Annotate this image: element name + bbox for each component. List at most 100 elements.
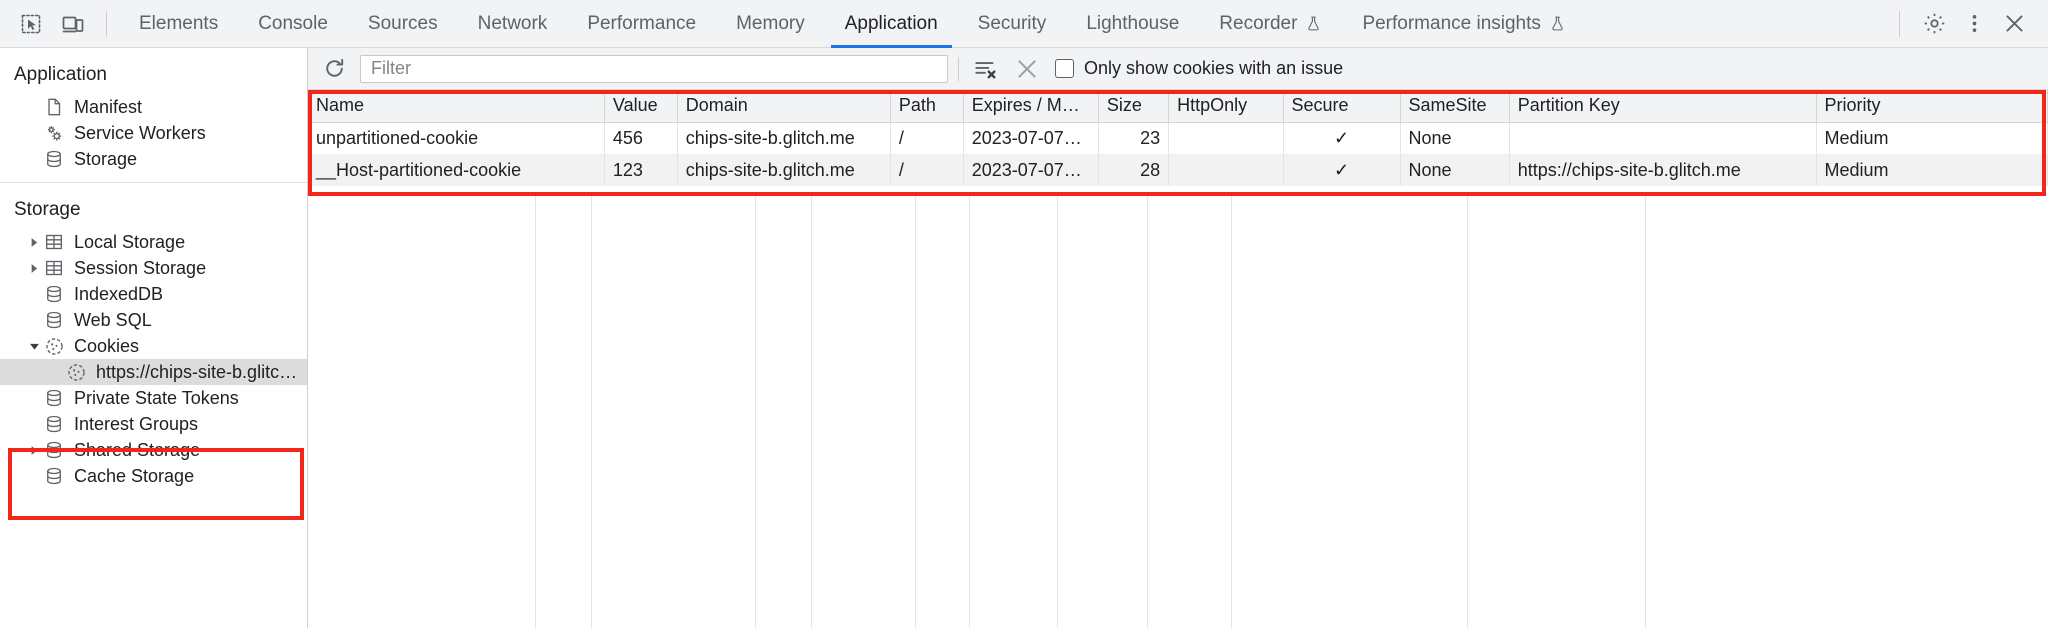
sidebar-item-interest-groups[interactable]: Interest Groups xyxy=(0,411,307,437)
tab-recorder[interactable]: Recorder xyxy=(1199,0,1342,48)
column-header-domain[interactable]: Domain xyxy=(677,90,891,123)
chevron-right-icon[interactable] xyxy=(26,237,42,248)
sidebar-item-manifest[interactable]: Manifest xyxy=(0,94,307,120)
cell-priority: Medium xyxy=(1816,122,2048,154)
tab-memory[interactable]: Memory xyxy=(716,0,825,48)
sidebar-item-label: Private State Tokens xyxy=(74,387,239,408)
column-header-samesite[interactable]: SameSite xyxy=(1400,90,1510,123)
sidebar-item-cache-storage[interactable]: Cache Storage xyxy=(0,463,307,489)
cell-priority: Medium xyxy=(1816,154,2048,186)
only-show-issues-label: Only show cookies with an issue xyxy=(1084,58,1344,78)
cell-secure: ✓ xyxy=(1283,122,1401,154)
sidebar-item-https-chips-site-b-glitch-me[interactable]: https://chips-site-b.glitch.me xyxy=(0,359,307,385)
tab-performance-insights[interactable]: Performance insights xyxy=(1342,0,1585,48)
column-header-expires[interactable]: Expires / M… xyxy=(963,90,1099,123)
tab-application[interactable]: Application xyxy=(825,0,958,48)
tab-label: Lighthouse xyxy=(1086,12,1180,34)
table-empty-area xyxy=(308,196,2048,628)
sidebar-item-label: Session Storage xyxy=(74,257,207,278)
only-show-issues-checkbox[interactable]: Only show cookies with an issue xyxy=(1055,58,1343,79)
tab-performance[interactable]: Performance xyxy=(567,0,716,48)
cell-path: / xyxy=(890,154,964,186)
empty-column-rule xyxy=(536,196,592,628)
refresh-icon[interactable] xyxy=(318,53,350,85)
tab-label: Memory xyxy=(736,12,805,34)
clear-filtered-cookies-icon[interactable] xyxy=(969,53,1001,85)
chevron-right-icon[interactable] xyxy=(26,445,42,456)
column-header-partitionkey[interactable]: Partition Key xyxy=(1509,90,1817,123)
checkbox-box[interactable] xyxy=(1055,59,1074,78)
more-vertical-icon[interactable] xyxy=(1954,4,1994,44)
column-header-size[interactable]: Size xyxy=(1098,90,1170,123)
gear-icon[interactable] xyxy=(1914,4,1954,44)
sidebar-item-label: Storage xyxy=(74,148,138,169)
sidebar-item-service-workers[interactable]: Service Workers xyxy=(0,120,307,146)
tab-label: Performance xyxy=(587,12,697,34)
sidebar-item-indexeddb[interactable]: IndexedDB xyxy=(0,281,307,307)
database-icon xyxy=(42,149,66,169)
database-icon xyxy=(42,310,66,330)
column-header-secure[interactable]: Secure xyxy=(1283,90,1401,123)
tab-elements[interactable]: Elements xyxy=(119,0,238,48)
chevron-right-icon[interactable] xyxy=(26,263,42,274)
sidebar-item-label: Cache Storage xyxy=(74,465,195,486)
sidebar-item-shared-storage[interactable]: Shared Storage xyxy=(0,437,307,463)
device-toolbar-icon[interactable] xyxy=(52,3,94,45)
sidebar-item-local-storage[interactable]: Local Storage xyxy=(0,229,307,255)
database-icon xyxy=(42,284,66,304)
cell-secure: ✓ xyxy=(1283,154,1401,186)
database-icon xyxy=(42,466,66,486)
tab-network[interactable]: Network xyxy=(458,0,568,48)
cell-domain: chips-site-b.glitch.me xyxy=(677,154,891,186)
filter-input[interactable] xyxy=(360,54,948,83)
cookie-icon xyxy=(64,362,88,383)
cell-value: 123 xyxy=(604,154,678,186)
toolbar-divider xyxy=(106,10,107,37)
column-header-path[interactable]: Path xyxy=(890,90,964,123)
column-header-value[interactable]: Value xyxy=(604,90,678,123)
inspect-element-icon[interactable] xyxy=(10,3,52,45)
sidebar-item-label: https://chips-site-b.glitch.me xyxy=(96,361,307,382)
cookie-icon xyxy=(42,336,66,357)
cell-partitionkey xyxy=(1509,122,1817,154)
cell-size: 28 xyxy=(1098,154,1170,186)
sidebar-item-private-state-tokens[interactable]: Private State Tokens xyxy=(0,385,307,411)
tab-security[interactable]: Security xyxy=(958,0,1067,48)
filterbar-divider xyxy=(958,56,959,81)
tab-label: Elements xyxy=(139,12,219,34)
tab-sources[interactable]: Sources xyxy=(348,0,458,48)
database-icon xyxy=(42,388,66,408)
tab-lighthouse[interactable]: Lighthouse xyxy=(1066,0,1199,48)
sidebar-item-storage[interactable]: Storage xyxy=(0,146,307,172)
chevron-down-icon[interactable] xyxy=(26,341,42,352)
sidebar-item-label: Service Workers xyxy=(74,122,206,143)
cell-samesite: None xyxy=(1400,154,1510,186)
column-header-name[interactable]: Name xyxy=(308,90,605,123)
tab-console[interactable]: Console xyxy=(238,0,348,48)
close-icon[interactable] xyxy=(1994,4,2034,44)
column-header-httponly[interactable]: HttpOnly xyxy=(1168,90,1284,123)
sidebar-item-web-sql[interactable]: Web SQL xyxy=(0,307,307,333)
tab-label: Recorder xyxy=(1219,12,1298,34)
clear-all-cookies-icon[interactable] xyxy=(1011,53,1043,85)
cell-expires: 2023-07-07… xyxy=(963,154,1099,186)
cell-httponly xyxy=(1168,154,1284,186)
sidebar-item-cookies[interactable]: Cookies xyxy=(0,333,307,359)
sidebar-item-session-storage[interactable]: Session Storage xyxy=(0,255,307,281)
column-header-priority[interactable]: Priority xyxy=(1816,90,2048,123)
database-icon xyxy=(42,414,66,434)
database-icon xyxy=(42,440,66,460)
cell-value: 456 xyxy=(604,122,678,154)
tabbar-right-icons xyxy=(1895,4,2048,44)
cell-partitionkey: https://chips-site-b.glitch.me xyxy=(1509,154,1817,186)
